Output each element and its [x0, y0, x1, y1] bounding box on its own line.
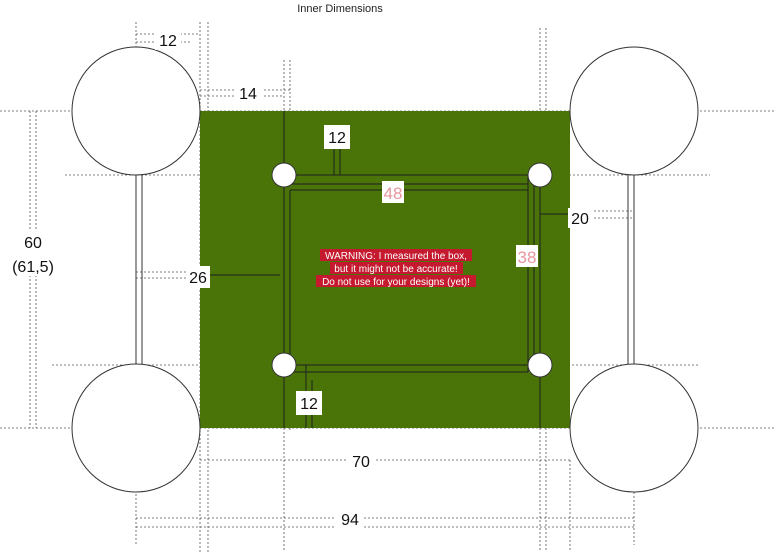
outer-circle-top-right [569, 46, 699, 176]
dim-label-hole-inset-top: 12 [328, 130, 346, 147]
connector-lines [135, 175, 635, 365]
dim-label-left-offset: 14 [239, 86, 257, 103]
outer-circle-bottom-left [71, 363, 201, 493]
warning-line-2: but it might not be accurate! [334, 264, 457, 275]
outer-circle-top-left [71, 46, 201, 176]
dim-label-outer-width: 94 [341, 512, 359, 529]
mounting-hole-bottom-right [527, 352, 553, 378]
mounting-hole-top-left [271, 162, 297, 188]
dim-label-height: 60 [24, 235, 42, 252]
page-title: Inner Dimensions [297, 3, 383, 15]
dim-label-side-offset: 26 [189, 270, 207, 287]
warning-note: WARNING: I measured the box, but it migh… [316, 249, 476, 288]
warning-line-1: WARNING: I measured the box, [325, 251, 467, 262]
outer-circle-bottom-right [569, 363, 699, 493]
dim-label-right-offset: 20 [571, 211, 589, 228]
warning-line-3: Do not use for your designs (yet)! [322, 277, 470, 288]
dim-label-height-alt: (61,5) [12, 259, 54, 276]
dim-label-hole-spacing-y: 38 [518, 248, 537, 267]
dim-label-top-offset: 12 [159, 33, 177, 50]
mounting-hole-top-right [527, 162, 553, 188]
dim-label-hole-inset-bottom: 12 [300, 396, 318, 413]
dim-label-inner-width: 70 [352, 454, 370, 471]
dim-label-hole-spacing-x: 48 [384, 184, 403, 203]
mounting-hole-bottom-left [271, 352, 297, 378]
